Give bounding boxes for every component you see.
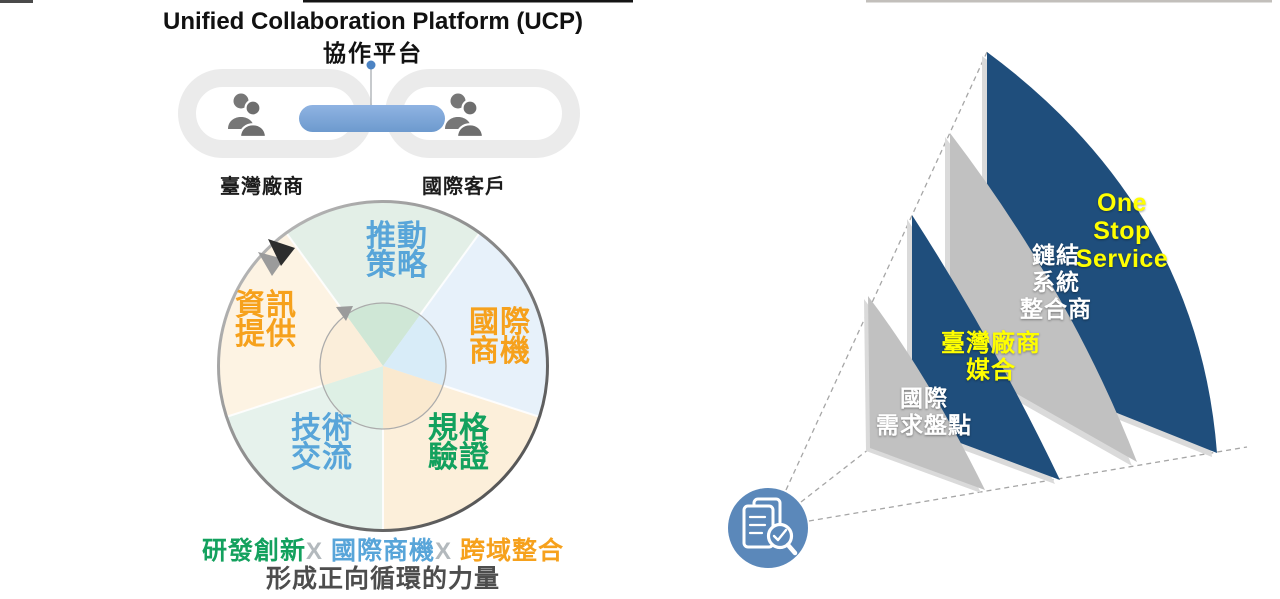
perspective-line-bottom: [808, 446, 1248, 522]
sail-label-3-line1: One: [1096, 189, 1148, 217]
top-edge-bar-center: [303, 0, 633, 3]
callout-dot: [366, 60, 376, 70]
chain-link-bar: [299, 105, 445, 132]
chain-label-taiwan-vendors: 臺灣廠商: [220, 176, 304, 198]
top-edge-bar-left: [0, 0, 33, 3]
cycle-outer-rim: [217, 200, 549, 532]
chain-label-international-clients: 國際客戶: [422, 176, 506, 198]
cycle-dividers: [225, 231, 541, 531]
people-icon-left: [228, 93, 268, 139]
cycle-label-0-line2: 策略: [366, 249, 428, 282]
sail-label-taiwan-matching: 臺灣廠商 媒合: [941, 330, 1041, 384]
sail-label-1-line2: 媒合: [966, 357, 1016, 384]
cycle-label-4: 資訊 提供: [235, 289, 297, 351]
caption-part2: 國際商機: [330, 537, 436, 565]
page-subtitle: 協作平台: [323, 40, 423, 66]
caption-sep2: X: [435, 538, 453, 565]
cycle-inner-wedge-0: [346, 302, 420, 366]
sail-label-3-line3: Service: [1075, 245, 1169, 273]
sail-label-1-line1: 臺灣廠商: [941, 330, 1041, 357]
sail-label-2-line3: 整合商: [1020, 296, 1092, 322]
sail-label-0-line2: 需求盤點: [876, 412, 972, 438]
caption-part1: 研發創新: [201, 537, 306, 565]
cycle-label-1: 國際 商機: [469, 306, 531, 368]
sail-1: [912, 215, 1060, 480]
perspective-line-middle: [800, 448, 870, 503]
fan-diagram: [728, 51, 1248, 568]
cycle-label-1-line1: 國際: [469, 306, 531, 339]
cycle-inner-wedge-2: [383, 366, 443, 429]
cycle-arrow-inner-icon: [336, 306, 353, 321]
cycle-arrow-black-icon: [268, 239, 295, 266]
cycle-inner-rim: [319, 302, 447, 430]
sail-label-3-line2: Stop: [1093, 217, 1151, 245]
cycle-label-2: 規格 驗證: [428, 412, 490, 474]
cycle-label-1-line2: 商機: [469, 335, 531, 368]
magnifier-check-icon: [772, 528, 788, 542]
cycle-label-2-line2: 驗證: [428, 441, 490, 474]
cycle-wedge-0: [286, 200, 480, 366]
magnifier-handle-icon: [785, 542, 798, 556]
cycle-label-3-line2: 交流: [291, 441, 353, 474]
page-title: Unified Collaboration Platform (UCP): [163, 8, 583, 35]
document-search-icon: [728, 488, 808, 568]
cycle-wheel: [217, 200, 549, 532]
people-icon-right: [445, 93, 485, 139]
cycle-label-2-line1: 規格: [428, 412, 490, 445]
sail-label-0-line1: 國際: [900, 385, 948, 411]
chain-graphic: [178, 60, 580, 158]
caption-part3: 跨域整合: [460, 537, 565, 565]
document-text-lines: [748, 515, 767, 535]
caption-line2: 形成正向循環的力量: [265, 565, 501, 593]
top-edge-bar-right: [866, 0, 1272, 3]
perspective-lines: [785, 51, 1248, 522]
sail-label-2-line2: 系統: [1032, 269, 1080, 295]
cycle-label-4-line2: 提供: [235, 318, 297, 351]
cycle-label-0: 推動 策略: [366, 220, 428, 282]
sail-label-system-integrators: 鏈結 系統 整合商: [1020, 242, 1092, 323]
cycle-label-3: 技術 交流: [291, 412, 353, 474]
sail-0: [868, 296, 985, 490]
cycle-inner-wedge-4: [320, 315, 383, 386]
cycle-label-3-line1: 技術: [291, 412, 353, 445]
sail-label-one-stop-service: One Stop Service: [1076, 189, 1168, 273]
cycle-inner-wedge-3: [323, 366, 383, 429]
caption-sep1: X: [305, 538, 323, 565]
sail-label-2-line1: 鏈結: [1032, 242, 1080, 268]
cycle-label-4-line1: 資訊: [235, 289, 297, 322]
cycle-label-0-line1: 推動: [366, 220, 428, 253]
cycle-inner-wedge-1: [383, 315, 446, 386]
sail-label-international-demand: 國際 需求盤點: [876, 385, 972, 439]
